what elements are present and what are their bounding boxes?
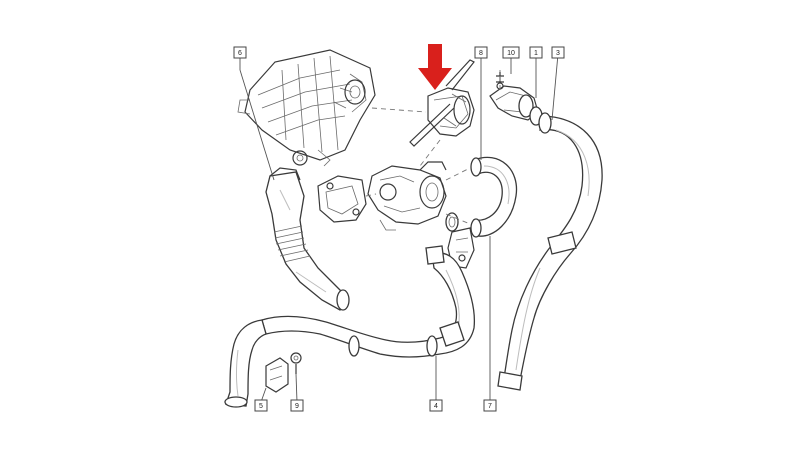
callout-label: 3 bbox=[556, 50, 560, 57]
callout-label: 7 bbox=[488, 403, 492, 410]
turbocharger bbox=[367, 161, 447, 231]
hose-8 bbox=[470, 156, 518, 238]
callout-label: 8 bbox=[479, 50, 483, 57]
pipe-4 bbox=[261, 245, 476, 358]
throttle-body bbox=[409, 59, 475, 147]
down-arrow-icon bbox=[418, 44, 452, 90]
callout-9: 9 bbox=[290, 399, 304, 412]
callout-label: 6 bbox=[238, 50, 242, 57]
exhaust-flange bbox=[317, 175, 377, 223]
bracket-7 bbox=[447, 227, 475, 269]
callout-label: 5 bbox=[259, 403, 263, 410]
callout-label: 4 bbox=[434, 403, 438, 410]
callout-label: 9 bbox=[295, 403, 299, 410]
callout-6: 6 bbox=[233, 46, 247, 59]
callout-3: 3 bbox=[551, 46, 565, 59]
hose-3 bbox=[497, 112, 603, 391]
bolt-9 bbox=[290, 352, 302, 374]
callout-7: 7 bbox=[483, 399, 497, 412]
callout-1: 1 bbox=[529, 46, 543, 59]
hose-6 bbox=[265, 167, 350, 311]
callout-label: 10 bbox=[507, 50, 515, 57]
hose-5 bbox=[224, 319, 267, 408]
assembly-guides bbox=[371, 70, 501, 225]
callout-5: 5 bbox=[254, 399, 268, 412]
callout-label: 1 bbox=[534, 50, 538, 57]
callout-8: 8 bbox=[474, 46, 488, 59]
seal-rings bbox=[445, 212, 459, 232]
upper-fitting bbox=[489, 72, 543, 126]
bracket-5 bbox=[265, 357, 289, 393]
callout-10: 10 bbox=[502, 46, 520, 59]
callout-4: 4 bbox=[429, 399, 443, 412]
intake-manifold bbox=[237, 49, 376, 167]
